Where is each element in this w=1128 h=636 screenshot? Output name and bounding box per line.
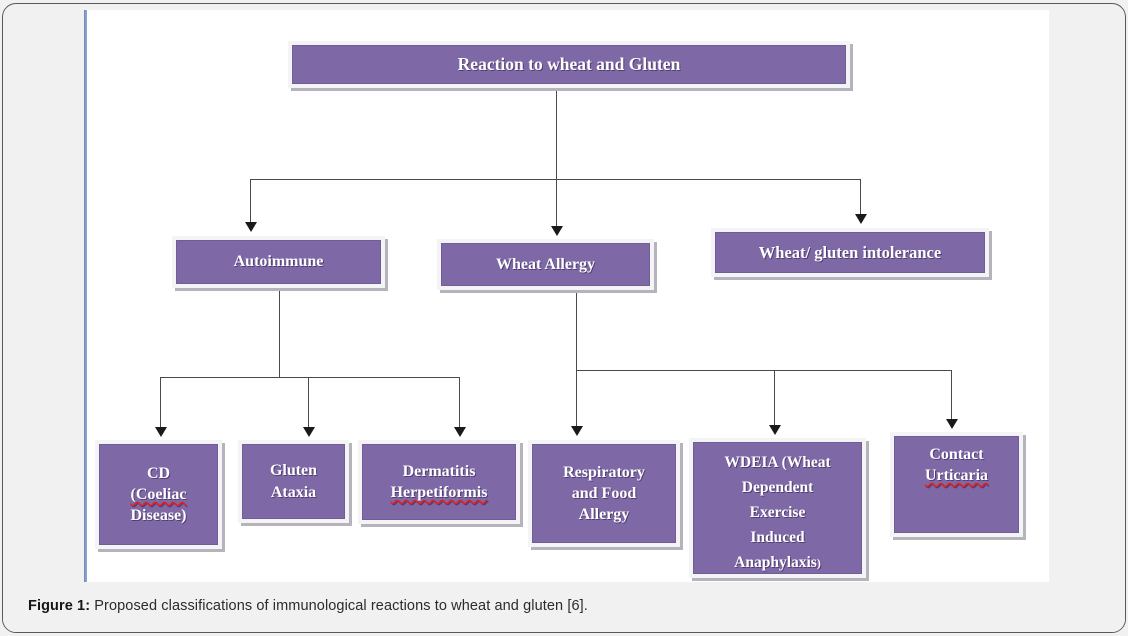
edge-wheat-allergy-stem xyxy=(576,290,578,371)
node-respiratory-line1: Respiratory xyxy=(563,463,645,481)
edge-wheat-allergy-bus xyxy=(576,370,952,372)
node-wdeia-line4: Induced xyxy=(750,529,805,547)
edge-to-contact-urticaria xyxy=(951,370,953,421)
edge-to-cd xyxy=(160,377,162,429)
node-wdeia-line3: Exercise xyxy=(749,504,806,522)
arrow-to-cd xyxy=(155,427,167,437)
node-cd-line2: (Coeliac xyxy=(130,485,187,503)
edge-root-stem xyxy=(556,88,558,180)
node-wheat-gluten-intolerance[interactable]: Wheat/ gluten intolerance xyxy=(711,228,989,277)
node-wdeia-line5: Anaphylaxis xyxy=(734,554,817,572)
node-wdeia-line2: Dependent xyxy=(741,479,814,497)
node-gluten-ataxia-line2: Ataxia xyxy=(270,483,317,501)
edge-to-wdeia xyxy=(774,370,776,427)
edge-to-respiratory xyxy=(576,370,578,428)
node-wheat-allergy-fill: Wheat Allergy xyxy=(441,243,650,286)
node-contact-urticaria-line1: Contact xyxy=(929,446,984,463)
node-dermatitis-line2: Herpetiformis xyxy=(390,484,488,501)
arrow-to-autoimmune xyxy=(245,222,257,232)
edge-to-wheat-allergy xyxy=(556,179,558,228)
figure-caption: Figure 1: Proposed classifications of im… xyxy=(3,582,1125,632)
node-wheat-gluten-intolerance-fill: Wheat/ gluten intolerance xyxy=(715,232,985,273)
node-wdeia-line5b: ) xyxy=(816,556,821,571)
node-respiratory-line2: and Food xyxy=(571,484,637,502)
node-autoimmune-fill: Autoimmune xyxy=(176,240,381,284)
edge-to-wheat-gluten-intolerance xyxy=(860,179,862,216)
node-gluten-ataxia-line1: Gluten xyxy=(269,462,318,480)
edge-autoimmune-stem xyxy=(279,289,281,378)
node-respiratory-line3: Allergy xyxy=(578,506,630,524)
arrow-to-wheat-gluten-intolerance xyxy=(855,214,867,224)
edge-to-dermatitis xyxy=(459,377,461,429)
edge-level1-bus xyxy=(250,179,861,181)
node-root-label: Reaction to wheat and Gluten xyxy=(457,53,681,74)
node-root-fill: Reaction to wheat and Gluten xyxy=(292,45,846,84)
arrow-to-gluten-ataxia xyxy=(303,427,315,437)
figure-caption-label: Figure 1: xyxy=(28,598,91,614)
arrow-to-wheat-allergy xyxy=(551,226,563,236)
arrow-to-dermatitis xyxy=(454,427,466,437)
node-wheat-allergy[interactable]: Wheat Allergy xyxy=(437,239,654,290)
edge-autoimmune-bus xyxy=(160,377,459,379)
node-cd-line1: CD xyxy=(146,464,171,482)
node-root[interactable]: Reaction to wheat and Gluten xyxy=(288,41,850,88)
node-wheat-gluten-intolerance-label: Wheat/ gluten intolerance xyxy=(758,242,942,262)
figure-card: Reaction to wheat and Gluten Autoimmune … xyxy=(2,3,1126,633)
edge-to-autoimmune xyxy=(250,179,252,224)
node-contact-urticaria-line2: Urticaria xyxy=(924,467,989,485)
node-wheat-allergy-label: Wheat Allergy xyxy=(495,255,596,273)
flowchart-canvas: Reaction to wheat and Gluten Autoimmune … xyxy=(87,10,1049,582)
node-wdeia-line1: WDEIA (Wheat xyxy=(724,454,831,471)
arrow-to-respiratory xyxy=(571,426,583,436)
arrow-to-wdeia xyxy=(769,425,781,435)
node-autoimmune[interactable]: Autoimmune xyxy=(172,236,385,288)
node-autoimmune-label: Autoimmune xyxy=(233,253,324,271)
left-accent-rail xyxy=(84,10,89,582)
arrow-to-contact-urticaria xyxy=(946,419,958,429)
node-cd-line3: Disease) xyxy=(130,507,187,525)
figure-caption-text: Figure 1: Proposed classifications of im… xyxy=(28,598,588,614)
edge-to-gluten-ataxia xyxy=(308,377,310,429)
figure-caption-body: Proposed classifications of immunologica… xyxy=(90,598,588,614)
node-dermatitis-line1: Dermatitis xyxy=(402,462,476,480)
